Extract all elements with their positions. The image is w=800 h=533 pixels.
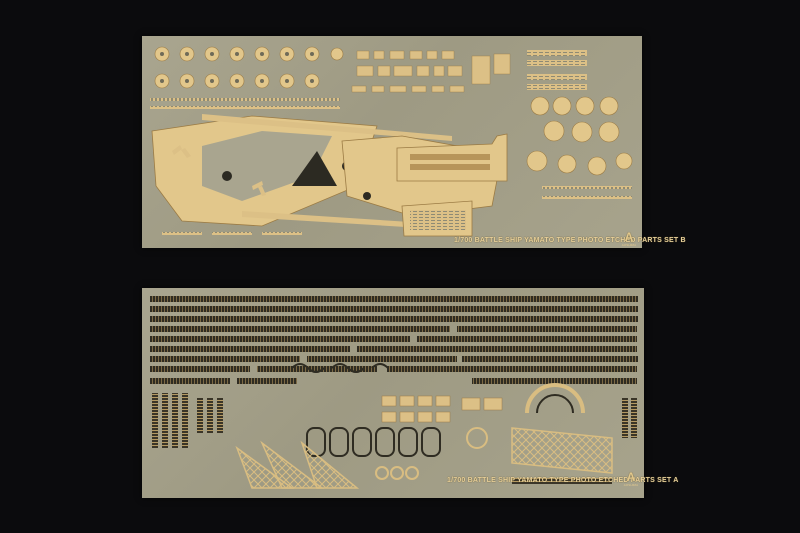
maker-logo-text: AOSHIMA <box>623 483 639 487</box>
maker-logo-mark: A <box>624 230 634 244</box>
etched-parts-b-artwork <box>150 46 633 237</box>
maker-logo-b: A AOSHIMA <box>620 230 638 247</box>
etched-parts-a-artwork <box>150 296 638 489</box>
sheet-a-caption: 1/700 BATTLE SHIP YAMATO TYPE PHOTO ETCH… <box>447 477 679 484</box>
sheet-b-caption: 1/700 BATTLE SHIP YAMATO TYPE PHOTO ETCH… <box>454 237 686 244</box>
maker-logo-text: AOSHIMA <box>621 243 637 247</box>
maker-logo-a: A AOSHIMA <box>622 470 640 487</box>
etched-sheet-a: 1/700 BATTLE SHIP YAMATO TYPE PHOTO ETCH… <box>142 288 678 498</box>
maker-logo-mark: A <box>626 470 636 484</box>
etched-sheet-b: 1/700 BATTLE SHIP YAMATO TYPE PHOTO ETCH… <box>142 36 686 248</box>
